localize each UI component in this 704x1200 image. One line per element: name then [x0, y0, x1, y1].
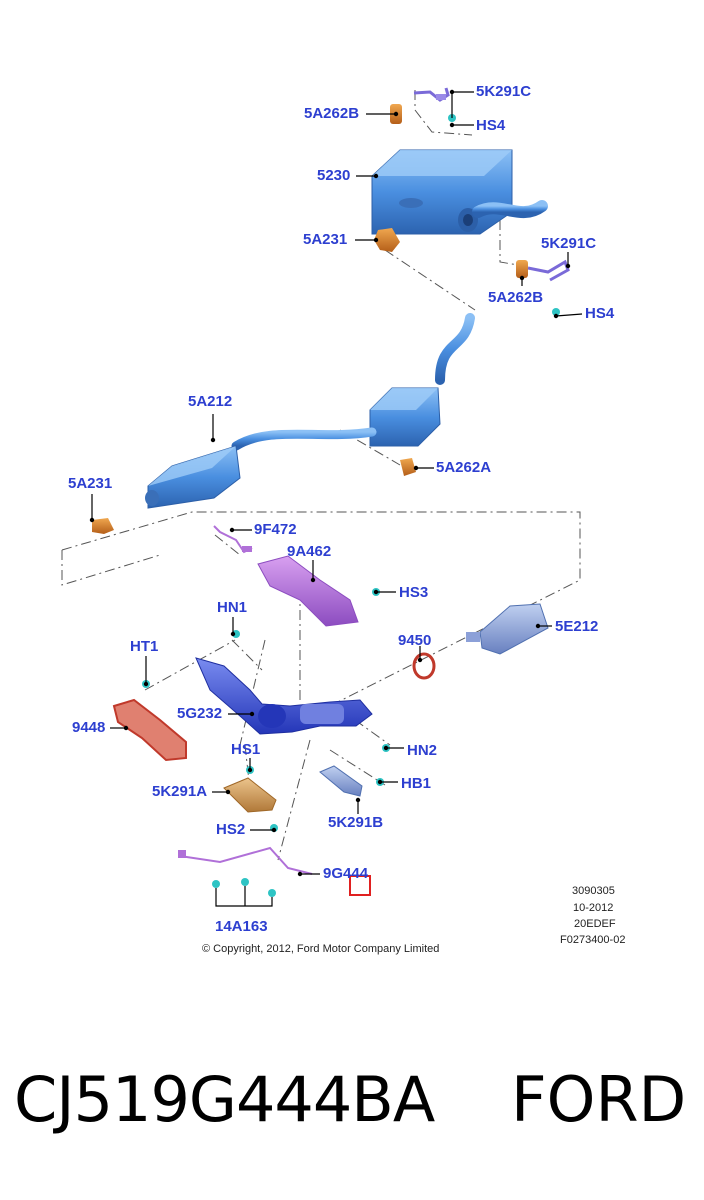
copyright-notice: © Copyright, 2012, Ford Motor Company Li…: [202, 943, 440, 955]
rear-muffler-5230: [371, 149, 548, 235]
callout-9f472: 9F472: [254, 521, 297, 538]
intermediate-pipe-5a212: [145, 313, 475, 509]
callout-14a163: 14A163: [215, 918, 268, 935]
drawing-number: 3090305: [572, 885, 615, 897]
sensor-9g444: [178, 846, 371, 896]
drawing-date: 10-2012: [573, 902, 614, 914]
callout-hn1: HN1: [217, 599, 248, 616]
callout-hs2: HS2: [216, 821, 246, 838]
leader-lines: [91, 91, 583, 875]
exhaust-system-diagram: [61, 87, 583, 907]
brand-name: FORD: [511, 1063, 687, 1136]
callout-9450: 9450: [398, 632, 432, 649]
gasket-9448: [112, 698, 187, 762]
callout-hs3: HS3: [399, 584, 429, 601]
callout-5a231-left: 5A231: [68, 475, 113, 492]
callout-5a262b-right: 5A262B: [488, 289, 544, 306]
callout-9a462: 9A462: [287, 543, 332, 560]
callout-5a262a: 5A262A: [436, 459, 492, 476]
hanger-5a231-left: [92, 518, 114, 534]
callout-5k291c-top: 5K291C: [476, 83, 532, 100]
drawing-code: 20EDEF: [574, 918, 616, 930]
bracket-5k291c-right: [516, 259, 570, 316]
assembly-lines: [61, 90, 581, 861]
callout-5a262b-top: 5A262B: [304, 105, 360, 122]
heat-shield-5k291a: [223, 777, 277, 813]
bracket-5k291c-top: [413, 87, 450, 102]
callout-hb1: HB1: [401, 775, 432, 792]
heat-shield-9a462: [257, 555, 359, 627]
highlight-box: [349, 875, 371, 896]
callout-5k291b: 5K291B: [328, 814, 384, 831]
callout-5230: 5230: [317, 167, 351, 184]
callout-5a212: 5A212: [188, 393, 233, 410]
callout-9g444: 9G444: [323, 865, 369, 882]
leader-dots: [89, 89, 571, 877]
callout-5a231-top: 5A231: [303, 231, 348, 248]
exhaust-manifold-5g232: [195, 657, 373, 735]
hanger-5a231-top: [374, 228, 400, 252]
callout-hs4-right: HS4: [585, 305, 615, 322]
clips-14a163: [212, 878, 276, 907]
callout-5k291a: 5K291A: [152, 783, 208, 800]
drawing-reference: F0273400-02: [560, 934, 626, 946]
part-number: CJ519G444BA: [14, 1063, 435, 1136]
callout-hs4-top: HS4: [476, 117, 506, 134]
insulator-5a262a: [400, 458, 416, 476]
callout-5e212: 5E212: [555, 618, 599, 635]
callout-5k291c-right: 5K291C: [541, 235, 597, 252]
catalytic-converter-5e212: [466, 603, 549, 655]
callout-ht1: HT1: [130, 638, 159, 655]
callout-5g232: 5G232: [177, 705, 223, 722]
bracket-5k291b: [319, 765, 363, 797]
callout-hs1: HS1: [231, 741, 261, 758]
fastener-hn1: [232, 630, 240, 638]
callout-hn2: HN2: [407, 742, 438, 759]
callout-9448: 9448: [72, 719, 106, 736]
gasket-9450: [412, 652, 436, 680]
